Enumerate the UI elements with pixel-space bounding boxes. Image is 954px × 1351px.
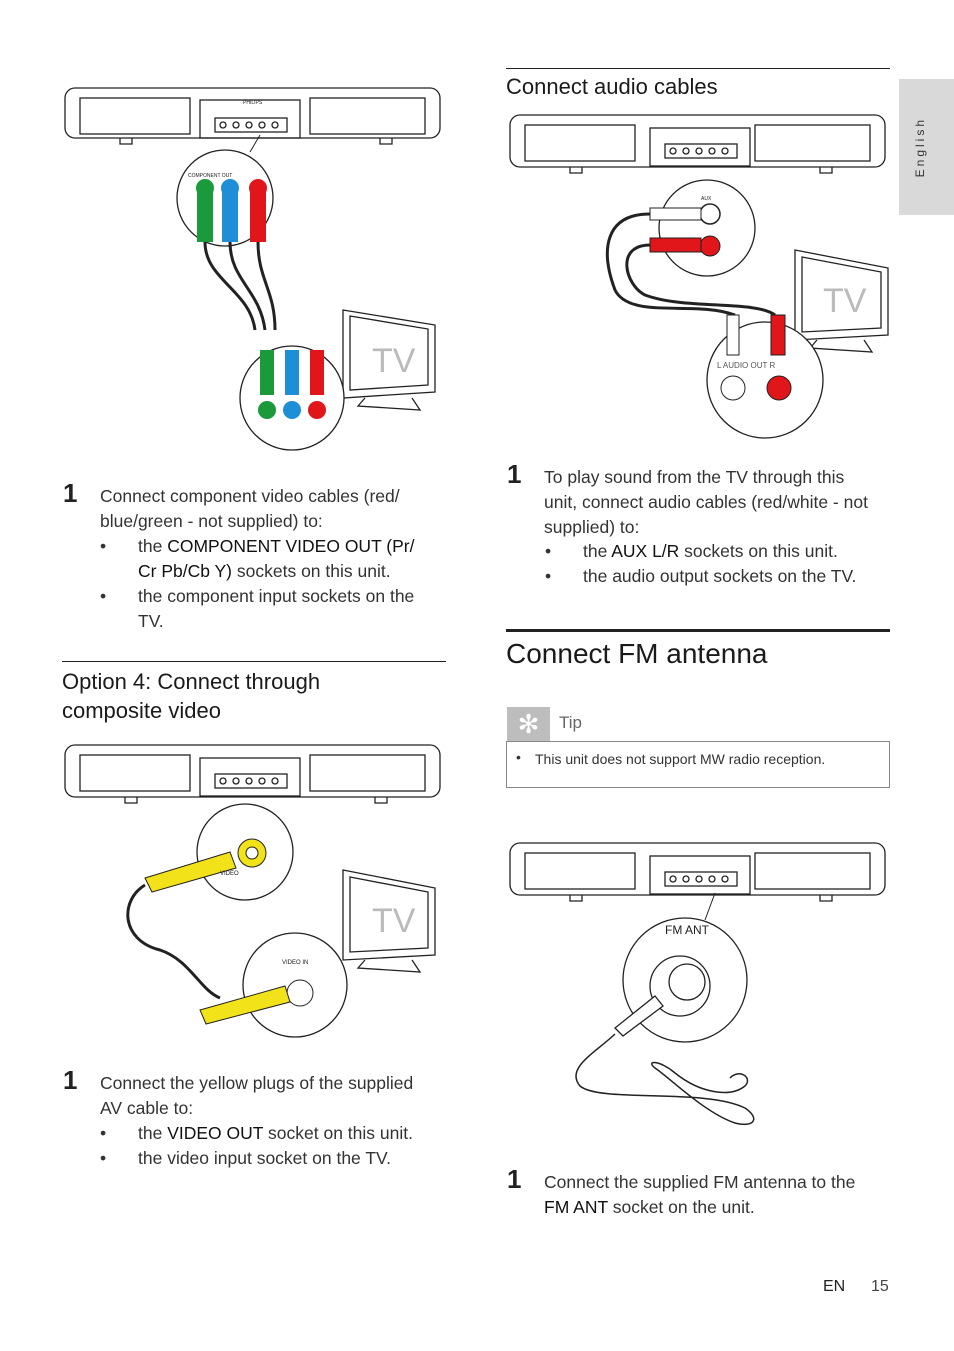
footer-language: EN [823,1278,846,1295]
yellow-plug-unit [144,838,267,893]
soundbar-unit [64,87,441,145]
step-text: To play sound from the TV through this u… [544,467,868,537]
language-tab: English [899,79,954,215]
video-label: VIDEO [220,871,239,877]
soundbar-unit [509,842,886,902]
page-number: 15 [871,1278,889,1295]
bullet-item: • the AUX L/R sockets on this unit. [545,541,838,561]
tv-label: TV [372,342,416,380]
bullet-item: • the video input socket on the TV. [100,1148,391,1168]
video-in-label: VIDEO IN [282,960,308,966]
section-rule [506,68,890,69]
brand-text: PHILIPS [243,100,263,106]
antenna-plug [614,955,711,1037]
yellow-plug-tv [199,979,314,1025]
tv-label: TV [823,282,867,320]
tip-label: Tip [559,713,582,732]
step-number: 1 [507,459,522,489]
step-number: 1 [507,1164,522,1194]
component-plugs-unit [196,179,277,331]
section-title: Option 4: Connect through composite vide… [62,669,321,723]
aux-label: AUX [701,196,712,202]
component-plugs-tv [258,350,326,419]
tip-box [506,741,890,788]
tip-text: This unit does not support MW radio rece… [535,751,826,767]
tv-icon [342,309,436,411]
language-label: English [913,117,927,178]
soundbar-unit [509,114,886,174]
fm-antenna-diagram: FM ANT [509,842,886,1125]
fm-ant-label: FM ANT [665,923,710,937]
tip-icon: ✻ [507,707,550,741]
soundbar-unit [64,744,441,804]
bullet-item: • the VIDEO OUT socket on this unit. [100,1123,413,1143]
tv-icon [794,249,889,353]
composite-video-diagram: VIDEO TV VIDEO IN [64,744,441,1038]
section-heading: Connect FM antenna [506,638,768,669]
audio-cables-diagram: AUX TV L AUDIO OUT R [509,114,889,439]
bullet-item: • the component input sockets on the TV. [100,586,415,631]
tv-icon [342,869,436,973]
component-out-label: COMPONENT OUT [188,173,232,179]
tv-label: TV [372,902,416,940]
section-title: Connect audio cables [506,74,718,99]
step-text: Connect component video cables (red/ blu… [100,486,400,531]
aux-plugs-unit [605,203,776,317]
bullet-item: • the audio output sockets on the TV. [545,566,857,586]
audio-out-label: L AUDIO OUT R [717,361,775,370]
step-number: 1 [63,1065,78,1095]
step-text: Connect the yellow plugs of the supplied… [100,1073,414,1118]
step-number: 1 [63,478,78,508]
aux-plugs-tv [720,314,792,401]
section-rule [506,629,890,632]
step-text: Connect the supplied FM antenna to the F… [544,1172,856,1217]
section-rule [62,661,446,662]
tip-bullet: • [516,749,521,765]
bullet-item: • the COMPONENT VIDEO OUT (Pr/ Cr Pb/Cb … [100,536,415,581]
component-video-diagram: PHILIPS COMPONENT OUT TV [64,87,441,451]
